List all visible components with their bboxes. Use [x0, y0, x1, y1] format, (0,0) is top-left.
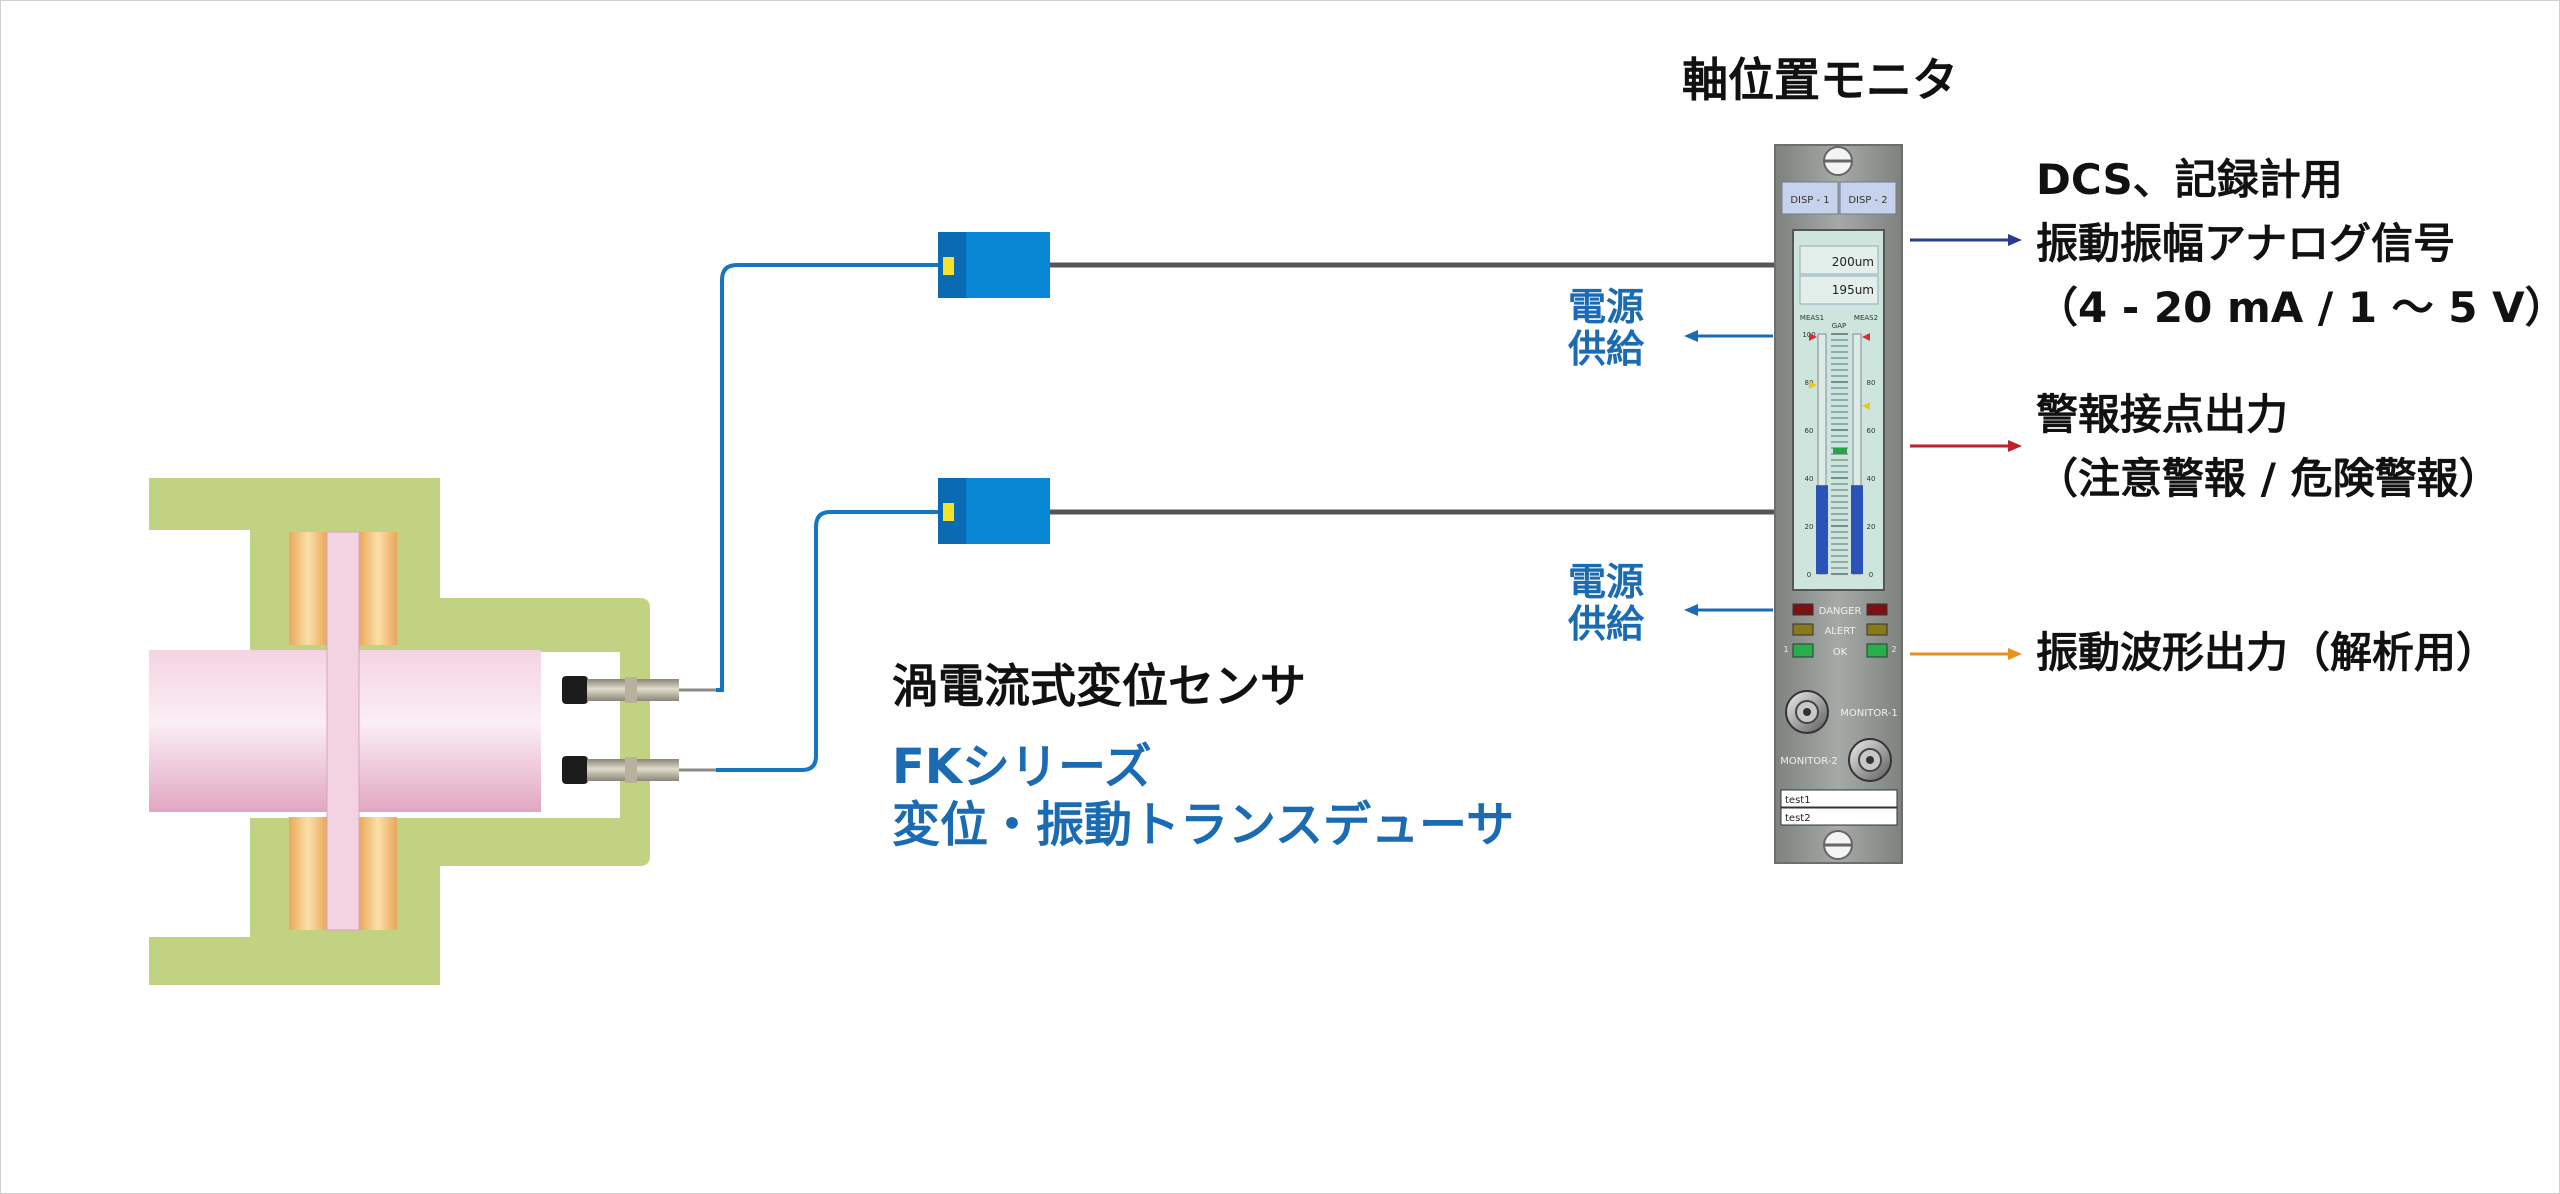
proximity-probe-1 — [562, 676, 716, 704]
shaft-position-monitor: DISP - 1 DISP - 2 200um 195um MEAS1 MEAS… — [1774, 144, 1903, 864]
tab-disp-1-label: DISP - 1 — [1790, 195, 1829, 206]
scale-label: 40 — [1867, 475, 1876, 483]
power-supply-label-1: 電源 供給 — [1568, 286, 1644, 370]
scale-label: 20 — [1805, 523, 1814, 531]
scale-label: 20 — [1867, 523, 1876, 531]
shaft-collar — [326, 531, 360, 931]
transducer-series: FKシリーズ — [892, 739, 1152, 795]
probe-cable-2 — [716, 510, 938, 772]
led-alert-1 — [1792, 623, 1814, 636]
alarm-marker-danger-right — [1862, 333, 1870, 341]
led-danger-2 — [1866, 603, 1888, 616]
power-supply-label-1-line-1: 電源 — [1568, 285, 1645, 329]
tag-text-2: test2 — [1785, 813, 1811, 824]
label-ok: OK — [1833, 647, 1848, 658]
scale-label: 40 — [1805, 475, 1814, 483]
channel-label-meas2: MEAS2 — [1854, 314, 1878, 322]
analog-output-label: DCS、記録計用 振動振幅アナログ信号 （4 - 20 mA / 1 ～ 5 V… — [2036, 148, 2560, 340]
power-supply-label-2: 電源 供給 — [1568, 561, 1644, 645]
power-supply-label-1-line-2: 供給 — [1568, 327, 1645, 371]
label-monitor-1: MONITOR-1 — [1840, 708, 1897, 719]
bearing-lower-left — [289, 817, 327, 930]
arrow-right-icon — [1910, 234, 2022, 246]
bnc-connector-icon[interactable] — [1848, 738, 1892, 782]
analog-output-line-2: 振動振幅アナログ信号 — [2036, 219, 2456, 268]
power-supply-label-2-line-1: 電源 — [1568, 560, 1645, 604]
bearing-upper-right — [359, 532, 397, 645]
tag-field-2 — [1780, 807, 1898, 826]
led-ok-1 — [1792, 643, 1814, 658]
gap-indicator — [1833, 448, 1847, 454]
tag-text-1: test1 — [1785, 795, 1811, 806]
channel-number-1: 1 — [1783, 645, 1788, 654]
bearing-upper-left — [289, 532, 327, 645]
arrow-right-icon — [1910, 648, 2022, 660]
monitor-title: 軸位置モニタ — [1682, 53, 1958, 107]
transducer-product-label: FKシリーズ 変位・振動トランスデューサ — [892, 738, 1514, 854]
waveform-output-label: 振動波形出力（解析用） — [2036, 628, 2499, 677]
scale-label: 80 — [1867, 379, 1876, 387]
bnc-connector-icon[interactable] — [1785, 690, 1829, 734]
bearing-housing — [149, 478, 650, 985]
tab-disp-2-label: DISP - 2 — [1848, 195, 1887, 206]
alarm-output-line-2: （注意警報 / 危険警報） — [2036, 454, 2501, 503]
label-danger: DANGER — [1819, 606, 1862, 617]
arrow-left-icon — [1684, 604, 1773, 616]
screw-icon — [1823, 146, 1853, 176]
arrow-right-icon — [1910, 440, 2022, 452]
probe-cable-1 — [716, 263, 938, 692]
scale-label: 60 — [1867, 427, 1876, 435]
analog-output-line-3: （4 - 20 mA / 1 ～ 5 V） — [2036, 283, 2560, 332]
bargraph-bar-left — [1816, 485, 1828, 574]
rotating-shaft — [149, 531, 541, 931]
display-value-2: 195um — [1832, 283, 1874, 297]
bargraph-bar-right — [1851, 485, 1863, 574]
alarm-output-label: 警報接点出力 （注意警報 / 危険警報） — [2036, 383, 2501, 511]
led-danger-1 — [1792, 603, 1814, 616]
housing-body — [149, 478, 650, 985]
proximity-probe-2 — [562, 756, 716, 784]
tab-disp-1[interactable] — [1781, 181, 1839, 215]
alarm-marker-alert-left — [1809, 381, 1817, 389]
alarm-marker-alert-right — [1862, 402, 1870, 410]
power-supply-label-2-line-2: 供給 — [1568, 602, 1645, 646]
channel-number-2: 2 — [1891, 645, 1896, 654]
scale-label: 0 — [1807, 571, 1811, 579]
bearings — [289, 532, 397, 930]
tag-field-1 — [1780, 789, 1898, 808]
channel-label-gap: GAP — [1832, 322, 1846, 330]
alarm-output-line-1: 警報接点出力 — [2036, 390, 2289, 439]
label-monitor-2: MONITOR-2 — [1780, 756, 1837, 767]
arrow-left-icon — [1684, 330, 1773, 342]
sensor-title: 渦電流式変位センサ — [892, 659, 1306, 713]
display-value-1: 200um — [1832, 255, 1874, 269]
transducer-2 — [938, 478, 1050, 544]
led-ok-2 — [1866, 643, 1888, 658]
alarm-marker-danger-left — [1809, 333, 1817, 341]
analog-output-line-1: DCS、記録計用 — [2036, 155, 2343, 204]
scale-label: 60 — [1805, 427, 1814, 435]
value-box-2 — [1799, 275, 1879, 305]
scale-label: 0 — [1869, 571, 1873, 579]
label-alert: ALERT — [1824, 626, 1856, 637]
bearing-lower-right — [359, 817, 397, 930]
led-alert-2 — [1866, 623, 1888, 636]
tab-disp-2[interactable] — [1839, 181, 1897, 215]
transducer-1 — [938, 232, 1050, 298]
bargraph-scale — [1831, 333, 1848, 575]
channel-label-meas1: MEAS1 — [1800, 314, 1824, 322]
value-box-1 — [1799, 245, 1879, 275]
transducer-product-name: 変位・振動トランスデューサ — [892, 797, 1515, 853]
screw-icon — [1823, 830, 1853, 860]
